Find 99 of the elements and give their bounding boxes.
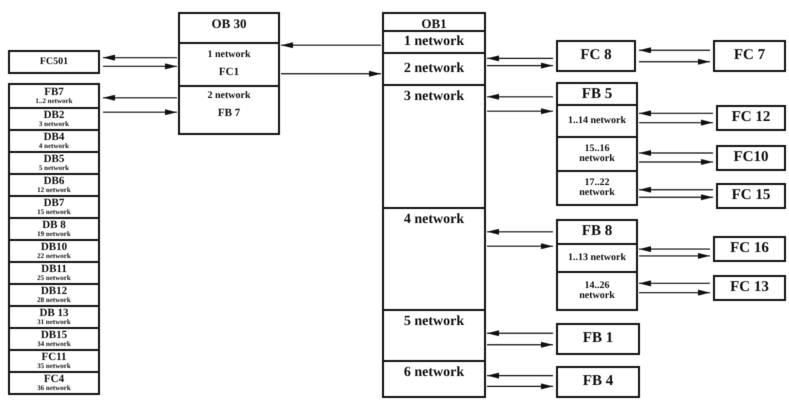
arrow — [639, 159, 713, 165]
arrow — [639, 110, 713, 116]
block-label: 1 network — [207, 50, 251, 61]
block-label: 6 network — [404, 366, 464, 381]
block-box — [716, 105, 786, 131]
network-section — [10, 195, 98, 217]
block-frame — [556, 219, 638, 311]
block-box — [556, 323, 640, 355]
block-frame — [556, 82, 638, 206]
arrow — [487, 62, 553, 69]
network-section — [10, 173, 98, 195]
arrow — [487, 55, 553, 62]
network-section — [10, 107, 98, 129]
arrow — [487, 330, 553, 336]
block-box — [713, 40, 786, 72]
arrow — [639, 186, 713, 193]
block-label: DB15 — [40, 330, 68, 341]
arrow — [487, 372, 553, 379]
block-label: DB 13 — [39, 308, 69, 319]
block-label: 3 network — [404, 90, 464, 105]
block-label: FC 16 — [730, 241, 769, 257]
block-box — [713, 236, 786, 262]
arrow — [487, 228, 553, 235]
arrow — [487, 243, 553, 250]
block-frame — [178, 12, 280, 135]
arrow — [639, 194, 713, 200]
block-label: 1..14 network — [568, 116, 626, 126]
block-label: FC11 — [41, 352, 67, 363]
block-label: DB12 — [40, 286, 68, 297]
arrow — [103, 63, 177, 70]
block-label: FB 1 — [582, 331, 614, 347]
block-label: FC 15 — [732, 188, 770, 204]
arrow — [639, 280, 710, 286]
network-label: FC1 — [218, 66, 240, 79]
network-section — [10, 305, 98, 327]
block-label: FC4 — [44, 374, 64, 385]
arrow — [639, 47, 710, 54]
block-frame — [382, 12, 486, 398]
block-label: DB10 — [40, 242, 68, 253]
block-label: 2 network — [404, 62, 464, 76]
network-section — [10, 129, 98, 151]
block-label: OB 30 — [211, 17, 247, 31]
network-label: FB 7 — [218, 108, 240, 120]
block-box — [556, 40, 636, 72]
arrow — [639, 290, 710, 296]
network-section — [10, 283, 98, 305]
block-box — [716, 145, 786, 171]
network-section — [10, 217, 98, 239]
block-box — [716, 183, 786, 209]
block-label: DB6 — [44, 176, 64, 187]
block-box — [556, 366, 640, 398]
block-label: 1 network — [404, 34, 464, 50]
block-label: 1..13 network — [568, 252, 626, 264]
block-label: 15..16 network — [578, 144, 616, 164]
network-section — [10, 371, 98, 393]
block-label: DB2 — [44, 110, 64, 121]
block-label: 17..22 network — [578, 178, 616, 198]
block-label: 4 network — [404, 213, 464, 228]
block-label: FB 5 — [582, 87, 612, 103]
block-label: FC 7 — [734, 48, 766, 64]
arrow — [487, 342, 553, 348]
arrow — [487, 94, 553, 100]
arrow — [281, 70, 381, 77]
block-box — [8, 50, 100, 74]
block-label: FB 8 — [582, 224, 612, 240]
arrow — [639, 150, 713, 156]
arrow — [639, 246, 710, 252]
network-section — [10, 151, 98, 173]
block-label: DB7 — [44, 198, 64, 209]
block-label: FC 12 — [732, 110, 770, 126]
arrow — [103, 94, 177, 101]
network-section — [10, 349, 98, 371]
network-section — [10, 261, 98, 283]
arrow — [639, 120, 713, 126]
block-label: FC 8 — [580, 48, 612, 64]
arrow — [639, 58, 710, 65]
arrow — [487, 383, 553, 390]
block-label: DB11 — [41, 264, 67, 275]
block-label: 2 network — [207, 91, 251, 102]
block-label: 14..26 network — [578, 280, 616, 302]
block-label: OB1 — [421, 17, 447, 31]
block-label: FC 13 — [730, 280, 769, 296]
block-label: FC10 — [734, 150, 768, 166]
arrow — [103, 54, 177, 61]
arrow — [639, 252, 710, 259]
box-outline — [8, 83, 100, 395]
block-label: DB5 — [44, 154, 64, 165]
arrow — [103, 109, 177, 116]
arrow — [281, 42, 381, 48]
block-label: DB4 — [44, 132, 64, 143]
network-section — [10, 327, 98, 349]
block-label: FB7 — [44, 86, 64, 98]
arrow — [487, 108, 553, 114]
block-label: DB 8 — [42, 220, 66, 231]
block-box — [713, 275, 786, 301]
network-section — [10, 239, 98, 261]
block-label: FC501 — [40, 56, 68, 68]
block-label: FB 4 — [582, 374, 614, 390]
block-label: 5 network — [404, 315, 464, 330]
